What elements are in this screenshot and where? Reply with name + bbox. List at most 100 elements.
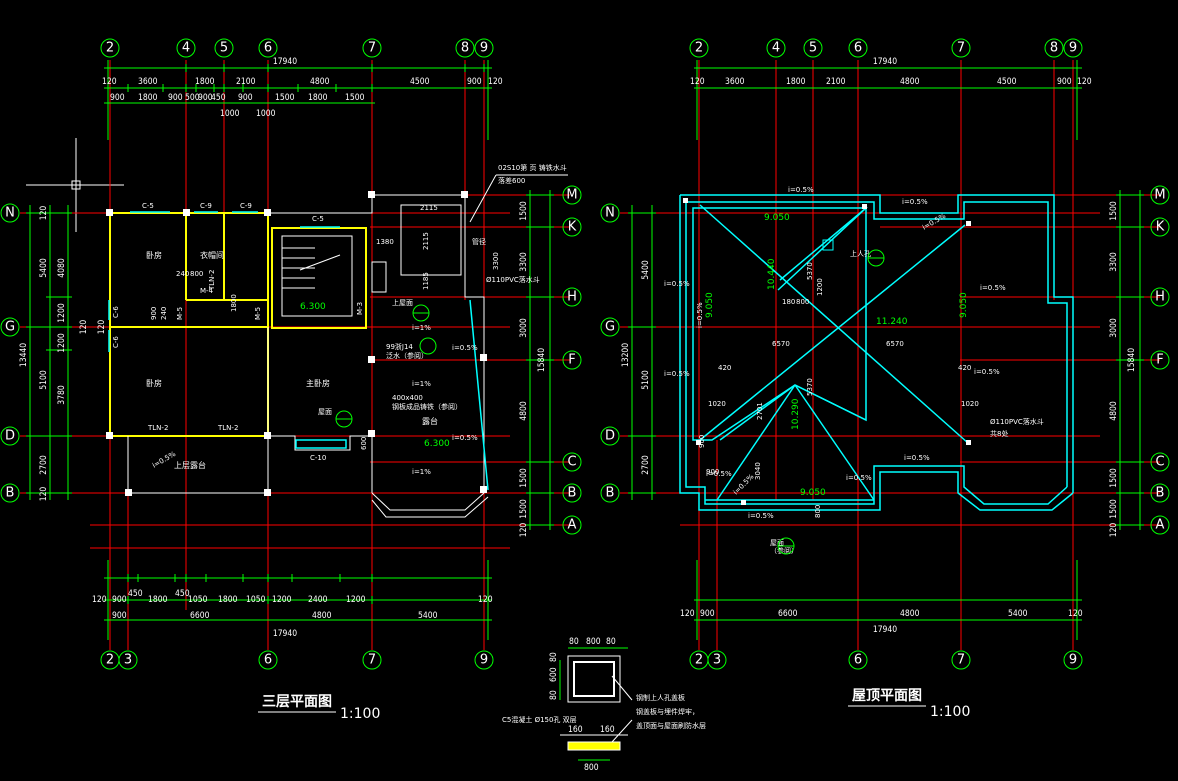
svg-text:i=0.5%: i=0.5% [921, 212, 947, 232]
svg-text:6: 6 [264, 653, 272, 668]
left-dimension-texts: 13200 5400 5100 2700 [621, 260, 651, 475]
svg-text:420: 420 [718, 364, 731, 372]
svg-text:3600: 3600 [725, 77, 745, 87]
right-axis-bubbles: M K H F C B A [1150, 185, 1170, 535]
axis-bubble-K: K [562, 217, 582, 237]
svg-text:1500: 1500 [519, 468, 529, 488]
svg-text:3300: 3300 [1109, 252, 1119, 272]
svg-text:17940: 17940 [873, 625, 897, 635]
axis-bubble-6: 6 [848, 38, 868, 58]
svg-text:120: 120 [488, 77, 503, 87]
svg-text:900: 900 [112, 611, 127, 621]
svg-text:160: 160 [600, 725, 615, 735]
svg-text:800: 800 [586, 637, 601, 647]
svg-text:13440: 13440 [19, 343, 29, 367]
svg-text:Ø110PVC落水斗: Ø110PVC落水斗 [990, 417, 1044, 426]
svg-text:9.050: 9.050 [764, 213, 790, 223]
svg-text:5: 5 [809, 41, 817, 56]
svg-text:D: D [5, 429, 15, 444]
svg-text:i=0.5%: i=0.5% [664, 370, 690, 378]
bottom-axis-bubbles: 2 3 6 7 9 [689, 650, 1083, 670]
svg-text:K: K [1156, 220, 1165, 235]
svg-text:13200: 13200 [621, 343, 631, 367]
svg-text:i=0.5%: i=0.5% [452, 434, 478, 442]
svg-text:2: 2 [106, 41, 114, 56]
roof-outline [679, 194, 1074, 511]
plan-title: 三层平面图 [262, 694, 332, 710]
svg-text:2701: 2701 [756, 402, 764, 420]
svg-text:7: 7 [957, 41, 965, 56]
svg-text:6570: 6570 [772, 340, 790, 348]
annotation-notes: 02S10第 页 铸铁水斗 落差600 Ø110PVC落水斗 管径 99浙J14… [318, 163, 568, 416]
svg-text:9: 9 [1069, 653, 1077, 668]
svg-text:1200: 1200 [57, 333, 67, 353]
crosshair-cursor [26, 138, 124, 232]
axis-bubble-6: 6 [258, 38, 278, 58]
svg-text:900: 900 [110, 93, 125, 103]
plan-scale: 1:100 [340, 706, 380, 722]
svg-text:1200: 1200 [57, 303, 67, 323]
svg-text:落差600: 落差600 [498, 176, 525, 185]
svg-text:1500: 1500 [1109, 499, 1119, 519]
hatch-frame [567, 655, 621, 703]
axis-bubble-8: 8 [1044, 38, 1064, 58]
svg-text:1000: 1000 [220, 109, 240, 119]
svg-text:1800: 1800 [195, 77, 215, 87]
svg-text:卧房: 卧房 [146, 250, 162, 260]
svg-text:4800: 4800 [310, 77, 330, 87]
svg-text:900: 900 [1057, 77, 1072, 87]
svg-text:2115: 2115 [420, 204, 438, 212]
svg-text:B: B [1156, 486, 1165, 501]
third-floor-plan: 2 4 5 6 7 8 9 2 3 6 7 9 N G D B M K H F … [0, 38, 582, 722]
svg-text:3000: 3000 [1109, 318, 1119, 338]
svg-text:160: 160 [568, 725, 583, 735]
svg-text:6570: 6570 [886, 340, 904, 348]
axis-bubble-K: K [1150, 217, 1170, 237]
plan-scale: 1:100 [930, 704, 970, 720]
svg-text:5100: 5100 [641, 370, 651, 390]
svg-text:600: 600 [360, 437, 368, 450]
svg-text:i=0.5%: i=0.5% [846, 474, 872, 482]
svg-text:C: C [567, 455, 576, 470]
svg-text:C-9: C-9 [240, 202, 252, 210]
axis-bubble-M: M [1150, 185, 1170, 205]
svg-text:M: M [566, 188, 577, 203]
svg-text:120: 120 [1068, 609, 1083, 619]
svg-text:9.050: 9.050 [959, 292, 969, 318]
axis-bubble-2: 2 [100, 650, 120, 670]
svg-text:900: 900 [700, 609, 715, 619]
svg-text:3780: 3780 [57, 385, 67, 405]
svg-text:800: 800 [814, 505, 822, 518]
axis-bubble-M: M [562, 185, 582, 205]
svg-text:泛水（参阅）: 泛水（参阅） [386, 351, 428, 360]
svg-text:6: 6 [854, 653, 862, 668]
svg-text:共8处: 共8处 [990, 429, 1008, 438]
svg-text:3040: 3040 [754, 462, 762, 480]
svg-text:120: 120 [1077, 77, 1092, 87]
svg-text:4800: 4800 [1109, 401, 1119, 421]
axis-bubble-2: 2 [689, 38, 709, 58]
level-labels: 6.300 6.300 [300, 302, 450, 449]
svg-text:C-6: C-6 [112, 306, 120, 318]
svg-text:80: 80 [549, 690, 559, 700]
axis-bubble-H: H [1150, 287, 1170, 307]
svg-text:7: 7 [368, 41, 376, 56]
top-axis-bubbles: 2 4 5 6 7 8 9 [100, 38, 494, 58]
axis-bubble-B: B [0, 483, 20, 503]
svg-text:7: 7 [957, 653, 965, 668]
svg-text:主卧房: 主卧房 [306, 378, 330, 388]
svg-text:6.300: 6.300 [300, 302, 326, 312]
svg-text:上人孔: 上人孔 [850, 249, 871, 258]
svg-text:M-3: M-3 [356, 302, 364, 315]
svg-text:i=0.5%: i=0.5% [788, 186, 814, 194]
axis-bubble-F: F [1150, 350, 1170, 370]
left-dimension-texts: 13440 120 5400 5100 2700 120 4080 1200 1… [19, 206, 107, 502]
svg-text:4: 4 [772, 41, 780, 56]
svg-text:i=0.5%: i=0.5% [452, 344, 478, 352]
walls [109, 212, 367, 437]
svg-text:4500: 4500 [997, 77, 1017, 87]
axis-bubble-7: 7 [362, 38, 382, 58]
axis-bubble-B: B [600, 483, 620, 503]
svg-text:i=0.5%: i=0.5% [902, 198, 928, 206]
svg-text:5400: 5400 [418, 611, 438, 621]
